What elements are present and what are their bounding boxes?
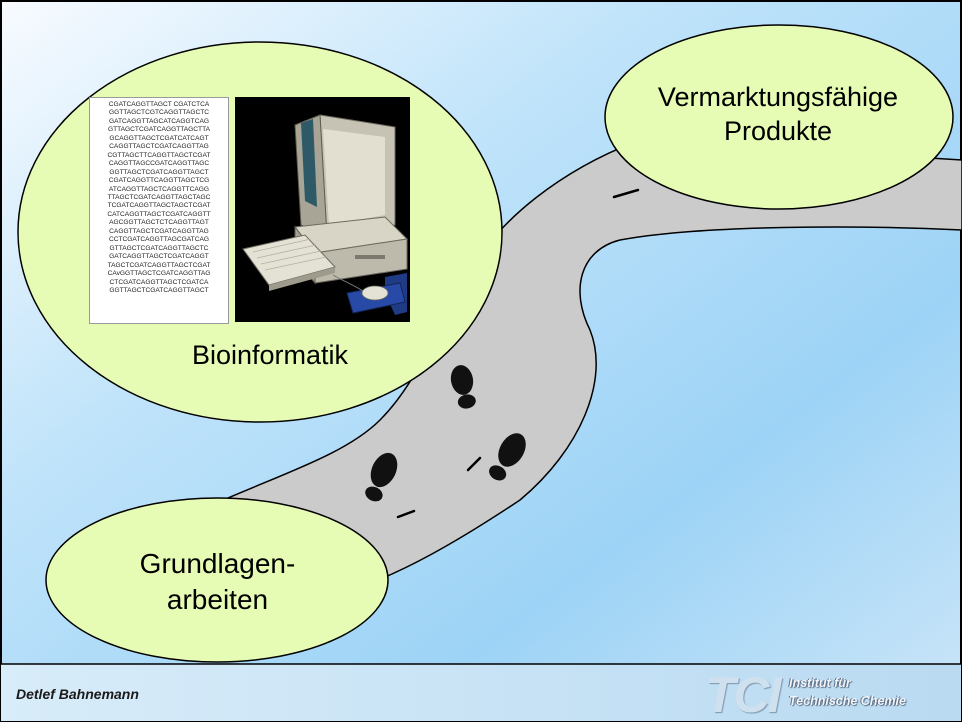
- dna-sequence-line: CGTTAGCTTCAGGTTAGCTCGAT: [107, 151, 211, 159]
- bioinformatik-label: Bioinformatik: [191, 340, 349, 370]
- vermarktung-label: Vermarktungsfähige Produkte: [608, 80, 948, 148]
- grundlagen-bubble: [45, 497, 389, 663]
- dna-sequence-line: GATCAGGTTAGCTCGATCAGGT: [109, 253, 209, 261]
- footer-author: Detlef Bahnemann: [16, 686, 139, 702]
- dna-sequence-line: CATCAGGTTAGCTCGATCAGGTT: [107, 210, 211, 218]
- grundlagen-label-line1: Grundlagen-: [139, 548, 296, 579]
- dna-sequence-line: GGTTAGCTCGATCAGGTTAGCT: [109, 168, 209, 176]
- dna-sequence-line: GCAGGTTAGCTCGATCATCAGT: [109, 134, 209, 142]
- footer-bar: [1, 664, 961, 721]
- grundlagen-label-line2: arbeiten: [166, 584, 269, 615]
- dna-sequence-line: ATCAGGTTAGCTCAGGTTCAGG: [108, 185, 210, 193]
- tci-logo: TCI: [705, 667, 782, 723]
- dna-sequence-line: GATCAGGTTAGCATCAGGTCAG: [108, 117, 209, 125]
- dna-sequence-line: TAGCTCGATCAGGTTAGCTCGAT: [107, 261, 211, 269]
- computer-illustration: [235, 97, 410, 322]
- dna-sequence-line: CAGGTTAGCCGATCAGGTTAGC: [108, 160, 210, 168]
- dna-sequence-line: CAvGGTTAGCTCGATCAGGTTAG: [107, 270, 211, 278]
- dna-sequence-line: CGATCAGGTTCAGGTTAGCTCG: [108, 177, 210, 185]
- dna-sequence-line: GTTAGCTCGATCAGGTTAGCTTA: [107, 126, 211, 134]
- dna-sequence-line: AGCGGTTAGCTCTCAGGTTAGT: [109, 219, 209, 227]
- dna-sequence-line: GTTAGCTCGATCAGGTTAGCTC: [109, 244, 209, 252]
- logo-line1: Institut für: [789, 676, 851, 690]
- vermarktung-label-line2: Produkte: [723, 116, 833, 146]
- dna-sequence-line: CCTCGATCAGGTTAGCGATCAG: [108, 236, 209, 244]
- dna-sequence-line: TCGATCAGGTTAGCTAGCTCGAT: [107, 202, 211, 210]
- computer-icon: [242, 114, 409, 315]
- logo-line2: Technische Chemie: [789, 694, 906, 708]
- dna-sequence-line: CAGGTTAGCTCGATCAGGTTAG: [109, 143, 209, 151]
- footprint: [365, 452, 398, 502]
- road-dash: [396, 509, 416, 519]
- road-dash: [466, 456, 482, 472]
- footprint: [489, 433, 526, 481]
- dna-sequence-line: GGTTAGCTCGATCAGGTTAGCT: [109, 286, 209, 294]
- dna-sequence-line: GGTTAGCTCGTCAGGTTAGCTC: [108, 109, 210, 117]
- dna-sequence-line: CAGGTTAGCTCGATCAGGTTAG: [109, 227, 209, 235]
- dna-sequence-line: TTAGCTCGATCAGGTTAGCTAGC: [107, 193, 211, 201]
- vermarktung-label-line1: Vermarktungsfähige: [657, 82, 899, 112]
- vermarktung-bubble: [604, 24, 954, 210]
- dna-sequence-line: CGATCAGGTTAGCT CGATCTCA: [108, 101, 210, 108]
- grundlagen-label: Grundlagen- arbeiten: [95, 546, 340, 618]
- footprint: [450, 365, 476, 409]
- road-dash: [612, 188, 640, 199]
- dna-sequence-line: CTCGATCAGGTTAGCTCGATCA: [109, 278, 209, 286]
